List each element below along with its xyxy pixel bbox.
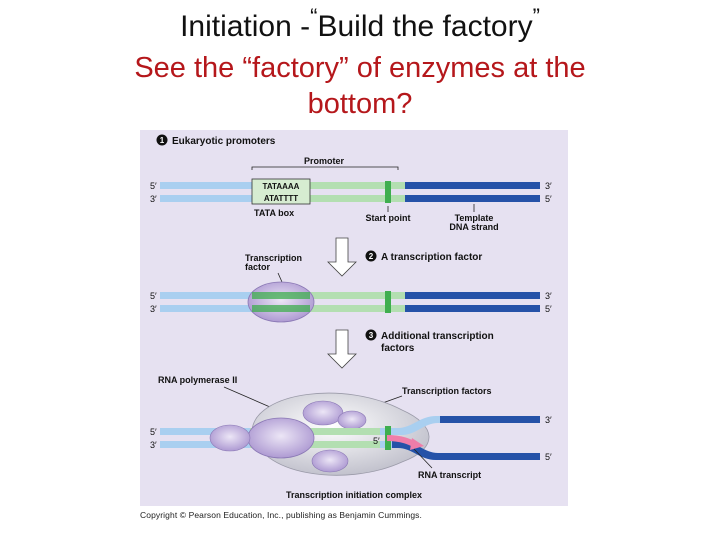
tf-label-2: factor bbox=[245, 262, 271, 272]
step-1-number: 1 bbox=[160, 136, 165, 145]
p3-top-5prime: 5′ bbox=[150, 427, 157, 437]
p3-gene-top bbox=[440, 416, 540, 423]
tf-blob-tata bbox=[247, 417, 315, 459]
p2-start-point bbox=[385, 291, 391, 313]
template-label-2: DNA strand bbox=[449, 222, 498, 232]
template-label-1: Template bbox=[455, 213, 494, 223]
step-2-circle bbox=[365, 250, 377, 262]
tata-bottom-sequence: ATATTTT bbox=[264, 194, 298, 203]
rna-transcript-arrowhead bbox=[410, 438, 424, 450]
p3-top-3prime: 3′ bbox=[545, 415, 552, 425]
rna-transcript-label: RNA transcript bbox=[418, 470, 481, 480]
tata-box bbox=[251, 178, 311, 205]
p3-promoter-top bbox=[250, 428, 380, 435]
tata-box-label: TATA box bbox=[254, 208, 294, 218]
promoter-region-top bbox=[310, 182, 405, 189]
p1-top-5prime: 5′ bbox=[150, 181, 157, 191]
p2-promoter-bottom bbox=[310, 305, 405, 312]
arrow-down-1 bbox=[327, 237, 357, 277]
copyright-notice: Copyright © Pearson Education, Inc., pub… bbox=[140, 510, 422, 520]
panel-3-heading-1: Additional transcription bbox=[381, 331, 494, 342]
panel-3-heading-2: factors bbox=[381, 343, 415, 354]
tf-blob-top-left bbox=[302, 400, 344, 426]
p3-template-strand bbox=[392, 441, 540, 460]
p2-gene-top bbox=[405, 292, 540, 299]
p3-bottom-3prime: 3′ bbox=[150, 440, 157, 450]
p2-tata-top bbox=[252, 292, 310, 299]
transcription-initiation-figure: 1 Eukaryotic promoters Promoter TATAAAA … bbox=[140, 130, 568, 506]
initiation-complex-label: Transcription initiation complex bbox=[286, 490, 422, 500]
step-3-circle bbox=[365, 329, 377, 341]
rna-pol-pointer bbox=[223, 386, 271, 408]
promoter-label: Promoter bbox=[304, 156, 345, 166]
template-strand-gene bbox=[405, 195, 540, 202]
p1-bottom-5prime: 5′ bbox=[545, 194, 552, 204]
slide-title: Initiation -“Build the factory” bbox=[0, 4, 720, 44]
step-3-number: 3 bbox=[369, 331, 374, 340]
p2-tata-bottom bbox=[252, 305, 310, 312]
step-1-circle bbox=[156, 134, 168, 146]
rna-5prime-end: 5′ bbox=[373, 436, 380, 446]
rna-transcript-pointer bbox=[413, 448, 433, 469]
p2-gene-bottom bbox=[405, 305, 540, 312]
gene-region-top bbox=[405, 182, 540, 189]
start-point-marker bbox=[385, 181, 391, 203]
p2-bottom-5prime: 5′ bbox=[545, 304, 552, 314]
slide-subtitle-line-1: See the “factory” of enzymes at the bbox=[134, 52, 586, 84]
p3-dna-top-left bbox=[160, 428, 250, 435]
tf-blob-left bbox=[209, 424, 251, 452]
panel-2-heading: A transcription factor bbox=[381, 252, 482, 263]
tf-label-1: Transcription bbox=[245, 253, 302, 263]
promoter-bracket bbox=[251, 166, 399, 170]
panel-1-heading: Eukaryotic promoters bbox=[172, 136, 276, 147]
transcription-factor-protein bbox=[247, 281, 315, 323]
title-quoted-text: Build the factory bbox=[317, 10, 533, 43]
p2-top-5prime: 5′ bbox=[150, 291, 157, 301]
title-close-quote: ” bbox=[532, 4, 540, 29]
title-open-quote: “ bbox=[310, 4, 318, 29]
tf-blob-top-right bbox=[337, 410, 367, 430]
rna-polymerase-label: RNA polymerase II bbox=[158, 375, 237, 385]
arrow-down-2 bbox=[327, 329, 357, 369]
slide-subtitle-line-2: bottom? bbox=[307, 88, 413, 120]
p2-promoter-top bbox=[310, 292, 405, 299]
p3-bottom-5prime: 5′ bbox=[545, 452, 552, 462]
step-2-number: 2 bbox=[369, 252, 374, 261]
promoter-region-bottom bbox=[310, 195, 405, 202]
p3-dna-bottom-left bbox=[160, 441, 250, 448]
tf-pointer bbox=[277, 272, 283, 283]
figure-canvas: 1 Eukaryotic promoters Promoter TATAAAA … bbox=[150, 134, 552, 500]
start-point-label: Start point bbox=[366, 213, 411, 223]
transcription-factors-label: Transcription factors bbox=[402, 386, 492, 396]
tf-blob-bottom bbox=[311, 449, 349, 473]
p2-bottom-3prime: 3′ bbox=[150, 304, 157, 314]
p1-top-3prime: 3′ bbox=[545, 181, 552, 191]
title-prefix: Initiation - bbox=[180, 10, 311, 43]
p3-promoter-bottom bbox=[250, 441, 380, 448]
p1-bottom-3prime: 3′ bbox=[150, 194, 157, 204]
p2-top-3prime: 3′ bbox=[545, 291, 552, 301]
tata-top-sequence: TATAAAA bbox=[263, 182, 300, 191]
